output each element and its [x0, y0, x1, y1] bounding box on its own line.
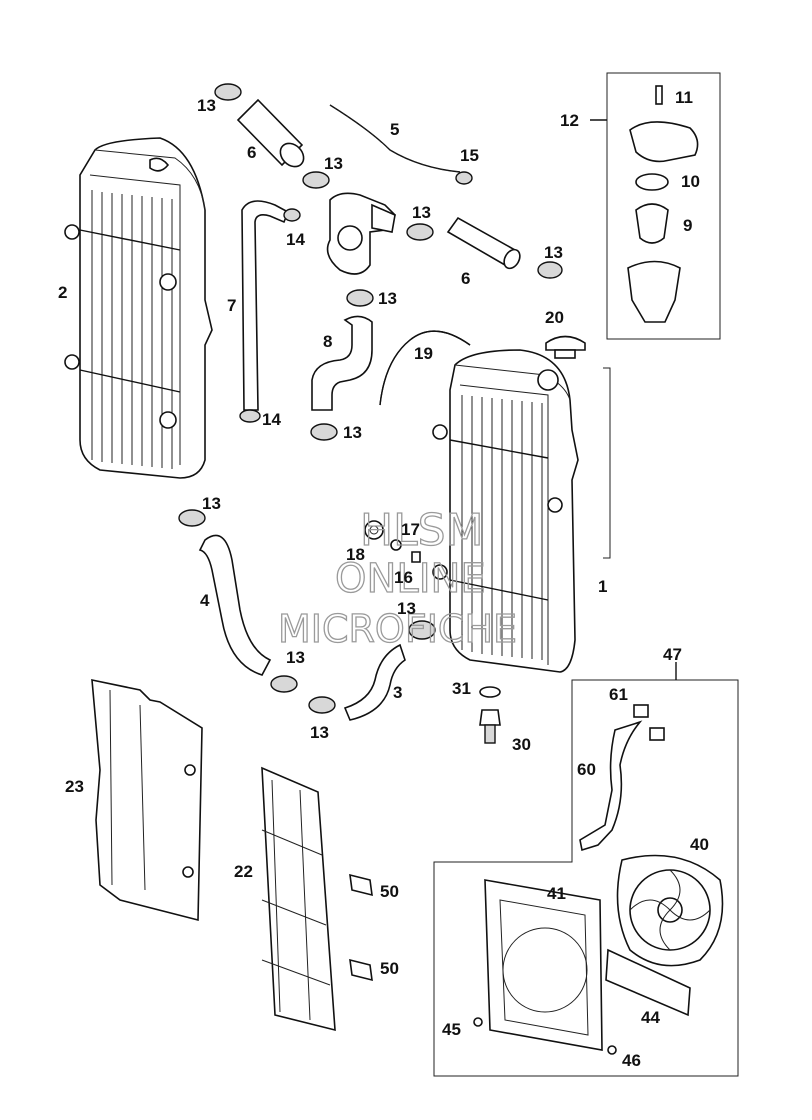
label-4: 4	[200, 591, 210, 610]
label-13f: 13	[343, 423, 362, 442]
radiator-cap	[545, 335, 586, 359]
callout-lines	[603, 367, 611, 559]
label-5: 5	[390, 120, 399, 139]
label-7: 7	[227, 296, 236, 315]
label-50a: 50	[380, 882, 399, 901]
part-labels: 1 2 3 4 5 6 6 7 8 9 10 11 12 13 13 13 13…	[58, 88, 709, 1070]
label-45: 45	[442, 1020, 461, 1039]
label-31: 31	[452, 679, 471, 698]
thermostat-group	[590, 72, 721, 340]
label-61: 61	[609, 685, 628, 704]
left-radiator	[64, 137, 213, 479]
shroud-22	[261, 766, 373, 1032]
clamps	[178, 83, 563, 714]
label-1: 1	[598, 577, 607, 596]
label-15: 15	[460, 146, 479, 165]
label-8: 8	[323, 332, 332, 351]
small-fittings	[364, 520, 421, 563]
hose-6-top	[236, 98, 305, 168]
label-13i: 13	[286, 648, 305, 667]
right-radiator	[432, 349, 579, 673]
watermark-line-3: MICROFICHE	[278, 607, 517, 651]
hose-6-mid	[446, 216, 521, 270]
label-13b: 13	[324, 154, 343, 173]
label-41: 41	[547, 884, 566, 903]
label-13j: 13	[310, 723, 329, 742]
hose-7	[241, 200, 290, 411]
temp-switch	[479, 686, 501, 744]
label-47: 47	[663, 645, 682, 664]
label-30: 30	[512, 735, 531, 754]
hose-19	[379, 330, 471, 406]
label-9: 9	[683, 216, 692, 235]
fan-group	[433, 662, 739, 1077]
label-2: 2	[58, 283, 67, 302]
label-3: 3	[393, 683, 402, 702]
label-20: 20	[545, 308, 564, 327]
label-50b: 50	[380, 959, 399, 978]
label-14a: 14	[286, 230, 305, 249]
hose-4	[198, 534, 272, 676]
label-11: 11	[675, 88, 693, 107]
label-14b: 14	[262, 410, 281, 429]
watermark: HLSM ONLINE MICROFICHE	[277, 504, 517, 651]
label-16: 16	[394, 568, 413, 587]
label-13g: 13	[202, 494, 221, 513]
label-12: 12	[560, 111, 579, 130]
label-60: 60	[577, 760, 596, 779]
watermark-line-1: HLSM	[360, 505, 484, 556]
label-46: 46	[622, 1051, 641, 1070]
label-6a: 6	[247, 143, 256, 162]
label-23: 23	[65, 777, 84, 796]
label-17: 17	[401, 520, 420, 539]
water-pump-cover	[326, 192, 397, 275]
label-13c: 13	[412, 203, 431, 222]
shroud-23	[91, 678, 203, 922]
hose-3	[343, 643, 406, 721]
hose-5	[329, 104, 461, 173]
hose-8	[311, 315, 373, 411]
label-13e: 13	[378, 289, 397, 308]
label-22: 22	[234, 862, 253, 881]
watermark-line-2: ONLINE	[335, 556, 486, 602]
label-10: 10	[681, 172, 700, 191]
label-6b: 6	[461, 269, 470, 288]
label-13a: 13	[197, 96, 216, 115]
label-19: 19	[414, 344, 433, 363]
label-13d: 13	[544, 243, 563, 262]
label-18: 18	[346, 545, 365, 564]
label-44: 44	[641, 1008, 660, 1027]
label-13h: 13	[397, 599, 416, 618]
label-40: 40	[690, 835, 709, 854]
